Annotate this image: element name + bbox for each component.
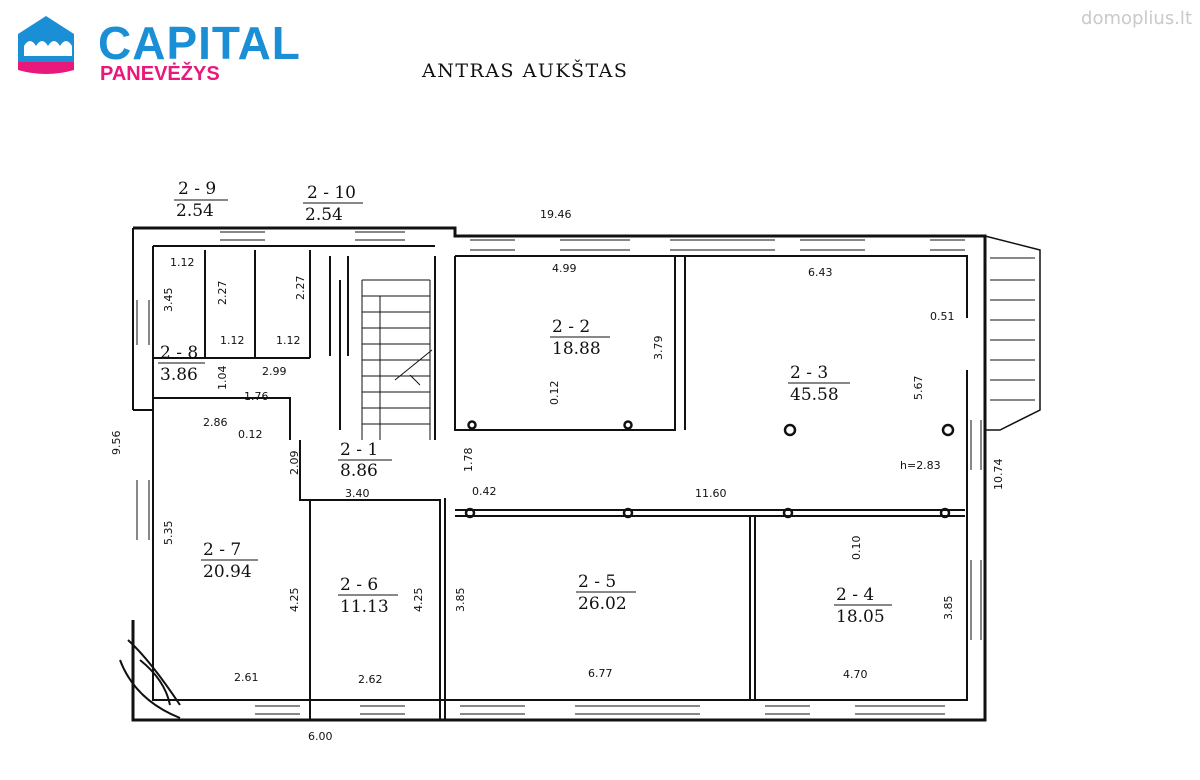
watermark: domoplius.lt xyxy=(1081,8,1192,29)
dim-r7-bot: 2.61 xyxy=(234,671,259,684)
dim-r5-bot: 6.77 xyxy=(588,667,613,680)
dim-r22-h: 3.79 xyxy=(652,336,665,361)
dim-r7-h: 5.35 xyxy=(162,521,175,546)
dim-r8-d3: 1.76 xyxy=(244,390,269,403)
dim-r4-bot: 4.70 xyxy=(843,668,868,681)
dim-r9-h: 2.27 xyxy=(216,281,229,306)
dim-top-total: 19.46 xyxy=(540,208,572,221)
room-2-4-area: 18.05 xyxy=(836,607,885,627)
floor-title: ANTRAS AUKŠTAS xyxy=(422,60,629,82)
dim-r10-bot: 1.12 xyxy=(276,334,301,347)
window-marks xyxy=(136,231,1035,715)
outer-walls xyxy=(131,226,1041,722)
room-2-10-id: 2 - 10 xyxy=(307,183,356,203)
dim-r1-w: 3.40 xyxy=(345,487,370,500)
room-2-4-id: 2 - 4 xyxy=(836,585,874,605)
dim-r1-h: 2.09 xyxy=(288,451,301,476)
dim-r9-w: 1.12 xyxy=(170,256,195,269)
dim-r23-h: 5.67 xyxy=(912,376,925,401)
dim-r7-h2: 4.25 xyxy=(288,588,301,613)
dim-bottom-total: 6.00 xyxy=(308,730,333,743)
room-labels: 2 - 1 8.86 2 - 2 18.88 2 - 3 45.58 2 - 4… xyxy=(158,179,892,627)
room-2-10-area: 2.54 xyxy=(305,205,343,225)
dim-corridor: 11.60 xyxy=(695,487,727,500)
room-2-2-area: 18.88 xyxy=(552,339,601,359)
dim-r23-top: 6.43 xyxy=(808,266,833,279)
interior-walls xyxy=(153,250,965,720)
room-2-8-area: 3.86 xyxy=(160,365,198,385)
room-2-1-area: 8.86 xyxy=(340,461,378,481)
dim-r8-d2: 2.99 xyxy=(262,365,287,378)
room-2-5-id: 2 - 5 xyxy=(578,572,616,592)
brand-city: PANEVĖŽYS xyxy=(100,63,220,85)
dim-right-total: 10.74 xyxy=(992,459,1005,491)
dim-r7-wall: 0.12 xyxy=(238,428,263,441)
dim-r8-d1: 1.04 xyxy=(216,366,229,391)
staircase xyxy=(361,279,433,440)
dim-r1-wall: 0.42 xyxy=(472,485,497,498)
dim-r6-bot: 2.62 xyxy=(358,673,383,686)
dim-r23-side: 0.51 xyxy=(930,310,955,323)
room-2-6-id: 2 - 6 xyxy=(340,575,378,595)
dim-r8-h: 3.45 xyxy=(162,288,175,313)
capital-logo: CAPITAL PANEVĖŽYS xyxy=(14,12,300,84)
room-2-7-id: 2 - 7 xyxy=(203,540,241,560)
dimension-labels: 19.46 4.99 6.43 0.51 1.12 3.45 2.27 1.12… xyxy=(110,208,1005,743)
room-2-9-area: 2.54 xyxy=(176,201,214,221)
dim-r22-top: 4.99 xyxy=(552,262,577,275)
dim-r22-wall: 0.12 xyxy=(548,381,561,406)
dim-height: h=2.83 xyxy=(900,459,941,472)
room-2-5-area: 26.02 xyxy=(578,594,627,614)
room-2-9-id: 2 - 9 xyxy=(178,179,216,199)
room-2-7-area: 20.94 xyxy=(203,562,252,582)
dim-r4-h: 3.85 xyxy=(942,596,955,621)
room-2-3-area: 45.58 xyxy=(790,385,839,405)
dim-r5-h: 3.85 xyxy=(454,588,467,613)
columns xyxy=(464,420,955,519)
room-2-2-id: 2 - 2 xyxy=(552,317,590,337)
dim-r10-h: 2.27 xyxy=(294,276,307,301)
dim-r4-wall: 0.10 xyxy=(850,536,863,561)
dim-r7-top: 2.86 xyxy=(203,416,228,429)
bay-window xyxy=(119,639,181,719)
dim-r9-bot: 1.12 xyxy=(220,334,245,347)
dim-r6-h: 4.25 xyxy=(412,588,425,613)
dim-r1-c: 1.78 xyxy=(462,448,475,473)
room-2-8-id: 2 - 8 xyxy=(160,343,198,363)
dim-left-total: 9.56 xyxy=(110,431,123,456)
room-2-1-id: 2 - 1 xyxy=(340,440,378,460)
room-2-6-area: 11.13 xyxy=(340,597,389,617)
house-logo-icon xyxy=(18,16,74,74)
brand-name: CAPITAL xyxy=(98,17,301,69)
room-2-3-id: 2 - 3 xyxy=(790,363,828,383)
